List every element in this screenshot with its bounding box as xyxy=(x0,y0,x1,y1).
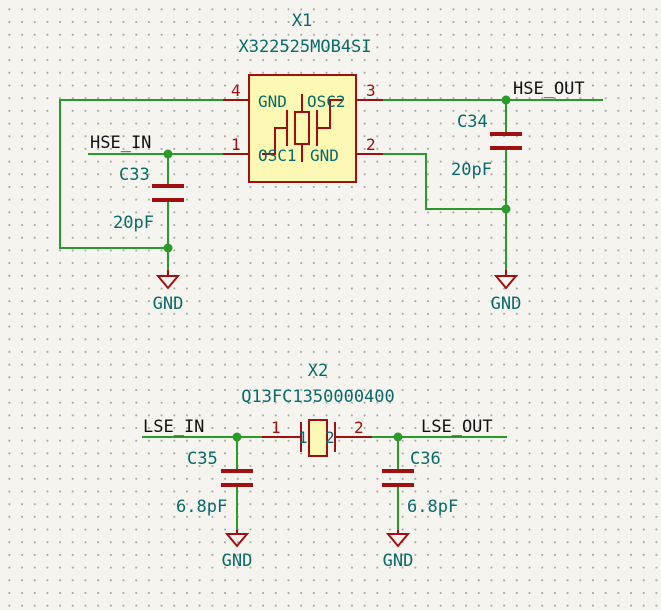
x1-reference[interactable]: X1 xyxy=(292,11,312,31)
c36-reference[interactable]: C36 xyxy=(410,449,441,469)
junction-dot xyxy=(163,149,173,159)
gnd-label-c36: GND xyxy=(383,551,414,571)
gnd-symbol-c36[interactable] xyxy=(385,530,411,548)
capacitor-c35[interactable] xyxy=(221,469,253,487)
junction-dot xyxy=(501,95,511,105)
net-label-hse-in[interactable]: HSE_IN xyxy=(90,133,151,153)
gnd-symbol-c34[interactable] xyxy=(493,270,519,290)
junction-dot xyxy=(501,204,511,214)
junction-dot xyxy=(393,432,403,442)
gnd-label-c34: GND xyxy=(491,294,522,314)
x1-value[interactable]: X322525MOB4SI xyxy=(238,37,371,57)
x1-pin4-name: GND xyxy=(258,92,287,111)
junction-dot xyxy=(232,432,242,442)
c33-reference[interactable]: C33 xyxy=(119,165,150,185)
wire-x1-pin4-gnd[interactable] xyxy=(59,99,223,249)
x1-crystal-glyph xyxy=(262,94,342,162)
c35-reference[interactable]: C35 xyxy=(187,449,218,469)
junctions xyxy=(163,95,511,442)
gnd-label-c35: GND xyxy=(222,551,253,571)
x2-pin1-inner: 1 xyxy=(298,428,308,447)
wires xyxy=(59,99,603,530)
gnd-symbol-c33[interactable] xyxy=(155,270,181,290)
x1-pin3-number: 3 xyxy=(366,81,376,100)
x1-pin4-number: 4 xyxy=(231,81,241,100)
x1-pin1-name: OSC1 xyxy=(258,146,297,165)
junction-dot xyxy=(163,243,173,253)
net-label-lse-in[interactable]: LSE_IN xyxy=(143,417,204,437)
c36-value[interactable]: 6.8pF xyxy=(407,497,458,517)
x1-pin2-name: GND xyxy=(310,146,339,165)
capacitor-c36[interactable] xyxy=(382,469,414,487)
capacitor-c34[interactable] xyxy=(490,132,522,150)
crystal-x2[interactable]: 1 2 1 2 xyxy=(262,418,372,457)
gnd-label-c33: GND xyxy=(153,294,184,314)
capacitor-c33[interactable] xyxy=(152,184,184,202)
x2-reference[interactable]: X2 xyxy=(308,361,328,381)
gnd-symbol-c35[interactable] xyxy=(224,530,250,548)
c34-reference[interactable]: C34 xyxy=(457,112,488,132)
x2-pin1-number: 1 xyxy=(271,418,281,437)
c35-value[interactable]: 6.8pF xyxy=(176,497,227,517)
net-label-hse-out[interactable]: HSE_OUT xyxy=(513,79,585,99)
x1-pin2-number: 2 xyxy=(366,135,376,154)
net-label-lse-out[interactable]: LSE_OUT xyxy=(421,417,493,437)
x2-pin2-number: 2 xyxy=(354,418,364,437)
wire-x1-pin2-gnd[interactable] xyxy=(383,153,506,210)
x1-pin3-name: OSC2 xyxy=(307,92,346,111)
x2-value[interactable]: Q13FC1350000400 xyxy=(241,387,395,407)
x1-body[interactable] xyxy=(248,74,357,183)
c34-value[interactable]: 20pF xyxy=(451,160,492,180)
c33-value[interactable]: 20pF xyxy=(113,213,154,233)
crystal-x1[interactable]: 4 1 3 2 GND OSC2 OSC1 GND xyxy=(223,74,383,183)
x2-body[interactable] xyxy=(308,419,328,457)
x1-pin1-number: 1 xyxy=(231,135,241,154)
x2-pin2-inner: 2 xyxy=(325,428,335,447)
